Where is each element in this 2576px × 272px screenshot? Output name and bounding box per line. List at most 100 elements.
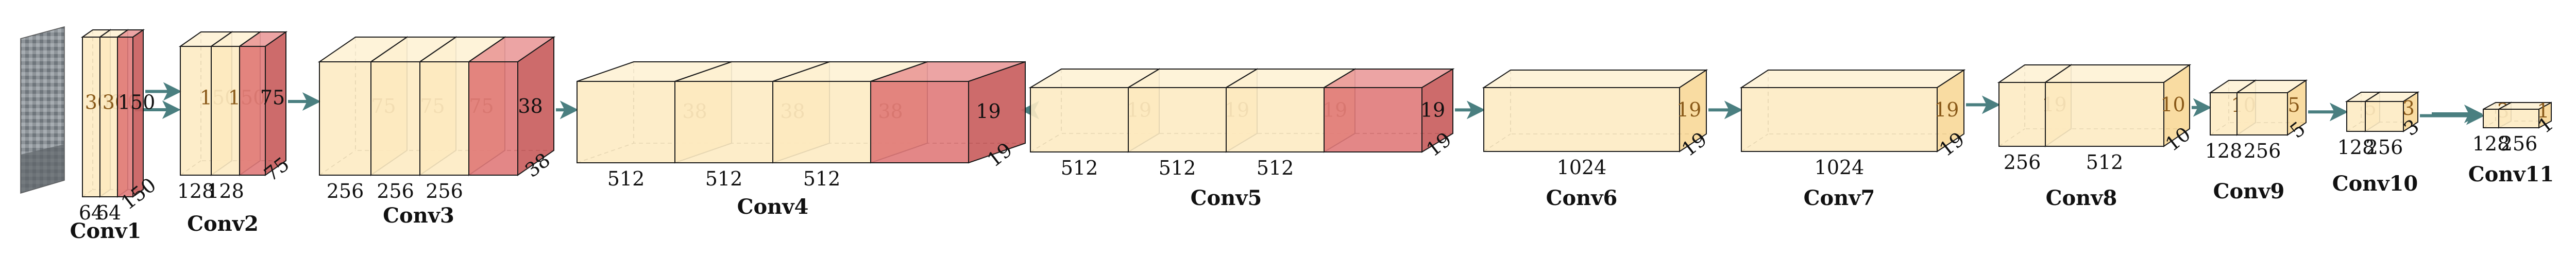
block-conv3-pool-cube-4-size-label: 38 xyxy=(518,95,543,117)
block-conv11-conv-cube-2-size-label: 1 xyxy=(2537,99,2549,122)
block-conv3-conv-cube-1-channels-label: 256 xyxy=(327,180,364,202)
block-label-conv3: Conv3 xyxy=(383,203,454,228)
block-conv10: 512832563Conv10 xyxy=(2332,91,2423,196)
block-label-conv7: Conv7 xyxy=(1804,186,1875,210)
block-conv7-conv-cube-1-top-face xyxy=(1739,70,1966,88)
block-conv4-conv-cube-1-channels-label: 512 xyxy=(607,167,645,190)
block-conv6-conv-cube-1-front-face xyxy=(1483,87,1680,152)
block-conv10-conv-cube-2-front-face xyxy=(2365,101,2404,132)
block-conv3-conv-cube-1-front-face xyxy=(319,61,371,176)
block-conv10-conv-cube-1-front-face xyxy=(2346,101,2366,132)
block-label-conv4: Conv4 xyxy=(737,195,809,219)
block-conv2-pool-cube-3-size-label: 75 xyxy=(260,87,285,109)
block-conv9-conv-cube-2: 5 256 xyxy=(2235,79,2308,162)
block-conv8-conv-cube-2-front-face xyxy=(2045,82,2164,147)
block-conv1-conv-cube-2-front-face xyxy=(99,37,118,197)
block-conv9-conv-cube-2-channels-label: 256 xyxy=(2244,140,2281,162)
block-conv6-conv-cube-1-size-label: 19 xyxy=(1676,98,1701,121)
block-conv4-conv-cube-2-front-face xyxy=(674,81,773,163)
block-conv9-conv-cube-2-front-face xyxy=(2236,92,2288,135)
block-conv2-conv-cube-2-channels-label: 128 xyxy=(207,180,244,202)
block-conv8-conv-cube-1-channels-label: 256 xyxy=(2004,151,2041,174)
block-conv1-conv-cube-2-channels-label: 64 xyxy=(96,201,121,224)
block-conv8: 192561051210Conv8 xyxy=(1997,64,2195,210)
block-label-conv8: Conv8 xyxy=(2046,186,2117,210)
block-conv9: 1012852565Conv9 xyxy=(2205,79,2310,203)
block-conv1-pool-cube-3-size-label: 150 xyxy=(118,91,156,114)
block-conv5-pool-cube-4: 19 xyxy=(1322,68,1455,153)
block-conv8-conv-cube-2-channels-label: 512 xyxy=(2086,151,2124,174)
block-conv10-conv-cube-1-channels-label: 128 xyxy=(2337,136,2375,159)
block-conv5: 1951219512195121919Conv5 xyxy=(1028,68,1456,210)
block-conv3-conv-cube-2-front-face xyxy=(370,61,420,176)
block-conv4-conv-cube-1-front-face xyxy=(577,81,675,163)
block-label-conv9: Conv9 xyxy=(2213,179,2285,203)
block-label-conv6: Conv6 xyxy=(1546,186,1618,210)
block-conv2: 1501281501287575Conv2 xyxy=(177,31,294,236)
block-conv3-conv-cube-2-channels-label: 256 xyxy=(377,180,414,202)
block-conv3-conv-cube-3-front-face xyxy=(419,61,469,176)
block-conv2-pool-cube-3-front-face xyxy=(239,46,266,176)
block-conv4: 3851238512385121919Conv4 xyxy=(577,61,1026,219)
block-conv6-conv-cube-1-top-face xyxy=(1482,70,1708,88)
block-conv6-conv-cube-1: 19 1024 xyxy=(1482,69,1708,179)
block-label-conv5: Conv5 xyxy=(1191,186,1262,210)
block-conv5-conv-cube-2-channels-label: 512 xyxy=(1159,157,1196,179)
block-conv5-conv-cube-1-front-face xyxy=(1030,87,1129,152)
block-conv9-conv-cube-2-size-label: 5 xyxy=(2288,94,2300,116)
block-label-conv1: Conv1 xyxy=(70,219,142,243)
block-conv4-pool-cube-4: 19 xyxy=(870,61,1026,164)
block-conv3-pool-cube-4-front-face xyxy=(468,61,518,176)
block-conv8-conv-cube-2-size-label: 10 xyxy=(2160,93,2185,116)
block-label-conv10: Conv10 xyxy=(2332,172,2418,196)
block-conv4-conv-cube-2-channels-label: 512 xyxy=(705,167,743,190)
block-conv11: 312812561Conv11 xyxy=(2468,99,2558,186)
block-conv7-conv-cube-1-channels-label: 1024 xyxy=(1815,156,1865,179)
block-conv3-pool-cube-4: 38 xyxy=(467,36,556,176)
block-conv5-conv-cube-3-front-face xyxy=(1226,87,1325,152)
block-conv3-conv-cube-3-channels-label: 256 xyxy=(426,180,463,202)
block-conv4-conv-cube-2: 38512 xyxy=(674,61,830,190)
block-conv2-conv-cube-1-channels-label: 128 xyxy=(177,180,215,202)
block-conv9-conv-cube-1-channels-label: 128 xyxy=(2205,140,2243,162)
block-conv7-conv-cube-1: 19 1024 xyxy=(1739,69,1966,179)
block-conv5-conv-cube-2-front-face xyxy=(1128,87,1227,152)
block-conv5-conv-cube-3: 19512 xyxy=(1224,68,1357,179)
block-conv2-pool-cube-3: 75 xyxy=(238,31,288,176)
block-conv1-conv-cube-1-front-face xyxy=(82,37,100,197)
block-conv2-conv-cube-1-front-face xyxy=(180,46,212,176)
block-conv7-conv-cube-1-front-face xyxy=(1741,87,1938,152)
block-conv11-conv-cube-1-channels-label: 128 xyxy=(2472,132,2510,155)
block-conv1-pool-cube-3-front-face xyxy=(117,37,133,197)
block-conv4-conv-cube-3-front-face xyxy=(772,81,871,163)
input-image-road-shade xyxy=(21,144,64,193)
block-conv5-conv-cube-1-channels-label: 512 xyxy=(1061,157,1098,179)
input-image xyxy=(20,26,65,194)
block-conv2-conv-cube-2-front-face xyxy=(211,46,240,176)
block-conv4-pool-cube-4-size-label: 19 xyxy=(976,100,1001,123)
block-conv6-conv-cube-1-channels-label: 1024 xyxy=(1557,156,1607,179)
block-conv9-conv-cube-1-front-face xyxy=(2210,92,2238,135)
block-label-conv11: Conv11 xyxy=(2468,162,2554,186)
block-conv3: 7525675256752563838Conv3 xyxy=(317,36,556,228)
block-conv8-conv-cube-2: 10 512 xyxy=(2043,64,2192,174)
block-conv8-conv-cube-1-front-face xyxy=(1998,82,2046,147)
block-conv4-conv-cube-3-channels-label: 512 xyxy=(803,167,841,190)
block-label-conv2: Conv2 xyxy=(187,212,259,236)
block-conv5-conv-cube-3-channels-label: 512 xyxy=(1257,157,1294,179)
block-conv5-pool-cube-4-size-label: 19 xyxy=(1420,98,1445,121)
block-conv1: 3006430064150150Conv1 xyxy=(70,29,160,243)
block-conv11-conv-cube-2-channels-label: 256 xyxy=(2500,132,2538,155)
block-conv5-pool-cube-4-front-face xyxy=(1324,87,1422,152)
block-conv1-conv-cube-1-channels-label: 64 xyxy=(79,201,104,224)
block-conv1-pool-cube-3: 150 xyxy=(115,29,156,198)
block-conv11-conv-cube-2-front-face xyxy=(2498,109,2539,128)
block-conv4-pool-cube-4-front-face xyxy=(870,81,969,163)
block-conv7-conv-cube-1-size-label: 19 xyxy=(1934,98,1959,121)
block-conv10-conv-cube-2-channels-label: 256 xyxy=(2366,136,2403,159)
